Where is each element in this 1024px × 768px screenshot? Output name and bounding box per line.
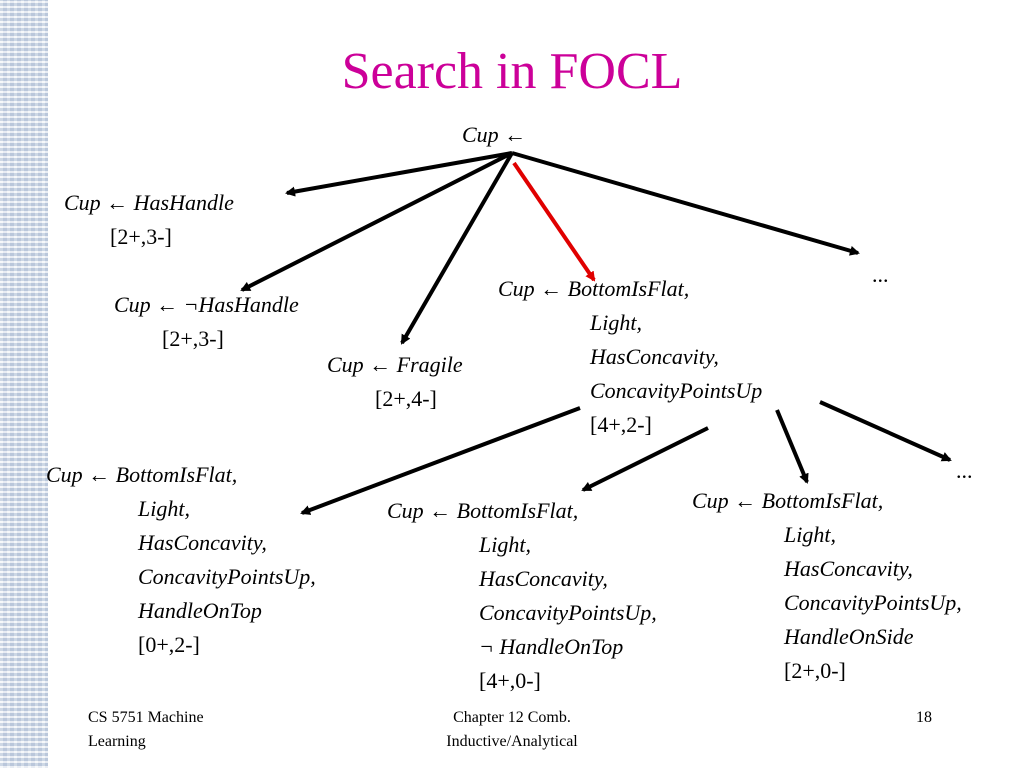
node-count: [2+,3-]: [110, 224, 172, 249]
edge-root-hashandle: [285, 151, 513, 197]
node-count: [4+,0-]: [479, 668, 541, 693]
page-number: 18: [916, 709, 932, 726]
node-head: Cup ← BottomIsFlat,: [498, 276, 690, 301]
node-condition: ConcavityPointsUp,: [479, 600, 657, 625]
node-count: [4+,2-]: [590, 412, 652, 437]
tree-root: Cup ←: [462, 122, 527, 147]
node-condition: ¬ HandleOnTop: [479, 634, 624, 659]
node-bottomisflat-level1: Cup ← BottomIsFlat, Light, HasConcavity,…: [498, 272, 762, 442]
node-condition: HasConcavity,: [479, 566, 608, 591]
node-fragile: Cup ← Fragile [2+,4-]: [327, 348, 463, 416]
node-condition: Light,: [784, 522, 836, 547]
edge-mid-nothandleontop: [581, 426, 709, 492]
node-more-level2: ...: [956, 458, 973, 483]
node-condition: HandleOnSide: [784, 624, 914, 649]
node-head: Cup ← HasHandle: [64, 190, 234, 215]
node-condition: Light,: [590, 310, 642, 335]
slide-title: Search in FOCL: [341, 43, 683, 100]
edge-root-nothashandle: [240, 151, 513, 292]
node-more-level1: ...: [872, 262, 889, 287]
node-not-handleontop: Cup ← BottomIsFlat, Light, HasConcavity,…: [387, 494, 657, 698]
node-condition: HasConcavity,: [138, 530, 267, 555]
node-condition: HasConcavity,: [784, 556, 913, 581]
footer-course: CS 5751 Machine Learning: [88, 709, 204, 750]
node-count: [2+,3-]: [162, 326, 224, 351]
node-head: Cup ← BottomIsFlat,: [387, 498, 579, 523]
node-not-hashandle: Cup ← ¬HasHandle [2+,3-]: [114, 288, 299, 356]
node-condition: Light,: [138, 496, 190, 521]
node-hashandle: Cup ← HasHandle [2+,3-]: [64, 186, 234, 254]
node-condition: HasConcavity,: [590, 344, 719, 369]
node-head: Cup ← ¬HasHandle: [114, 292, 299, 317]
edge-root-bottomisflat: [512, 161, 596, 282]
node-count: [2+,4-]: [375, 386, 437, 411]
edge-root-more: [511, 151, 860, 256]
node-count: [0+,2-]: [138, 632, 200, 657]
node-handleontop: Cup ← BottomIsFlat, Light, HasConcavity,…: [46, 458, 316, 662]
node-condition: Light,: [479, 532, 531, 557]
edge-mid-handleontop: [300, 406, 581, 515]
node-condition: ConcavityPointsUp: [590, 378, 763, 403]
footer-chapter: Chapter 12 Comb. Inductive/Analytical: [446, 709, 578, 750]
edge-root-fragile: [400, 151, 514, 345]
node-head: Cup ← Fragile: [327, 352, 463, 377]
edge-mid-handleonside: [775, 409, 809, 484]
node-count: [2+,0-]: [784, 658, 846, 683]
node-head: Cup ← BottomIsFlat,: [46, 462, 238, 487]
node-condition: ConcavityPointsUp,: [138, 564, 316, 589]
edge-mid-more: [819, 400, 952, 462]
node-head: Cup ← BottomIsFlat,: [692, 488, 884, 513]
node-handleonside: Cup ← BottomIsFlat, Light, HasConcavity,…: [692, 484, 962, 688]
node-condition: HandleOnTop: [138, 598, 262, 623]
decorative-side-strip: [0, 0, 48, 768]
node-condition: ConcavityPointsUp,: [784, 590, 962, 615]
